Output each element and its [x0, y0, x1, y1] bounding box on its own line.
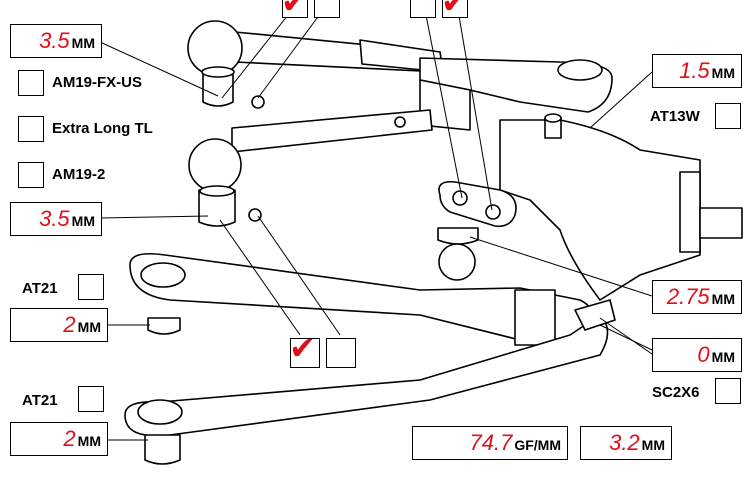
leader-2-75: [469, 236, 653, 297]
checkbox-at13w[interactable]: [715, 103, 741, 129]
check-mark-icon: ✔: [441, 0, 468, 21]
mid-checkbox-2[interactable]: [326, 338, 356, 368]
measure-value: 2.75: [666, 284, 710, 309]
option-label: AM19-2: [52, 166, 106, 183]
lower-wishbone: [124, 314, 609, 437]
checkbox-am19-fx-us[interactable]: [18, 70, 44, 96]
check-mark-icon: ✔: [281, 0, 308, 21]
measure-value: 3.5: [39, 206, 70, 231]
measure-unit: MM: [77, 319, 101, 335]
measure-unit: MM: [711, 349, 735, 365]
leader-top-check-2: [257, 9, 324, 99]
top-checkbox-4[interactable]: ✔: [441, 0, 468, 21]
leader-mid-check-2: [257, 215, 341, 336]
leader-top-check-3: [424, 9, 463, 199]
check-mark-icon: ✔: [289, 329, 316, 367]
measure-value: 2: [63, 312, 76, 337]
steering-knuckle: [499, 119, 701, 301]
top-checkbox-2[interactable]: [314, 0, 340, 18]
option-label: AT21: [22, 280, 58, 297]
measure-value: 74.7: [469, 430, 513, 455]
measure-unit: MM: [641, 437, 665, 453]
top-checkbox-3[interactable]: [410, 0, 436, 18]
option-label: Extra Long TL: [52, 120, 153, 137]
measure-unit: MM: [71, 213, 95, 229]
measure-value: 0: [697, 342, 710, 367]
checkbox-at21-lower[interactable]: [78, 386, 104, 412]
leader-mid-check-1: [219, 219, 301, 336]
option-label: AT13W: [650, 108, 700, 125]
measure-unit: MM: [77, 433, 101, 449]
lower-ball-end: [188, 138, 242, 192]
measure-unit: MM: [711, 291, 735, 307]
leader-3-5-mid: [99, 215, 209, 219]
measure-value: 3.2: [609, 430, 640, 455]
measure-value: 2: [63, 426, 76, 451]
measure-value: 3.5: [39, 28, 70, 53]
lower-turnbuckle: [231, 109, 433, 153]
leader-0: [599, 317, 653, 355]
checkbox-at21-upper[interactable]: [78, 274, 104, 300]
option-label: AT21: [22, 392, 58, 409]
measure-value: 1.5: [679, 58, 710, 83]
checkbox-extra-long-tl[interactable]: [18, 116, 44, 142]
leader-3-5-top: [99, 41, 219, 97]
top-checkbox-1[interactable]: ✔: [281, 0, 308, 21]
mid-checkbox-1[interactable]: ✔: [289, 332, 320, 368]
checkbox-sc2x6[interactable]: [715, 378, 741, 404]
checkbox-am19-2[interactable]: [18, 162, 44, 188]
measure-unit: MM: [711, 65, 735, 81]
option-label: AM19-FX-US: [52, 74, 143, 91]
leader-1-5: [589, 71, 653, 129]
leader-top-check-1: [221, 9, 293, 99]
option-label: SC2X6: [652, 384, 700, 401]
measure-unit: GF/MM: [514, 437, 561, 453]
leader-top-check-4: [457, 9, 493, 211]
measure-unit: MM: [71, 35, 95, 51]
